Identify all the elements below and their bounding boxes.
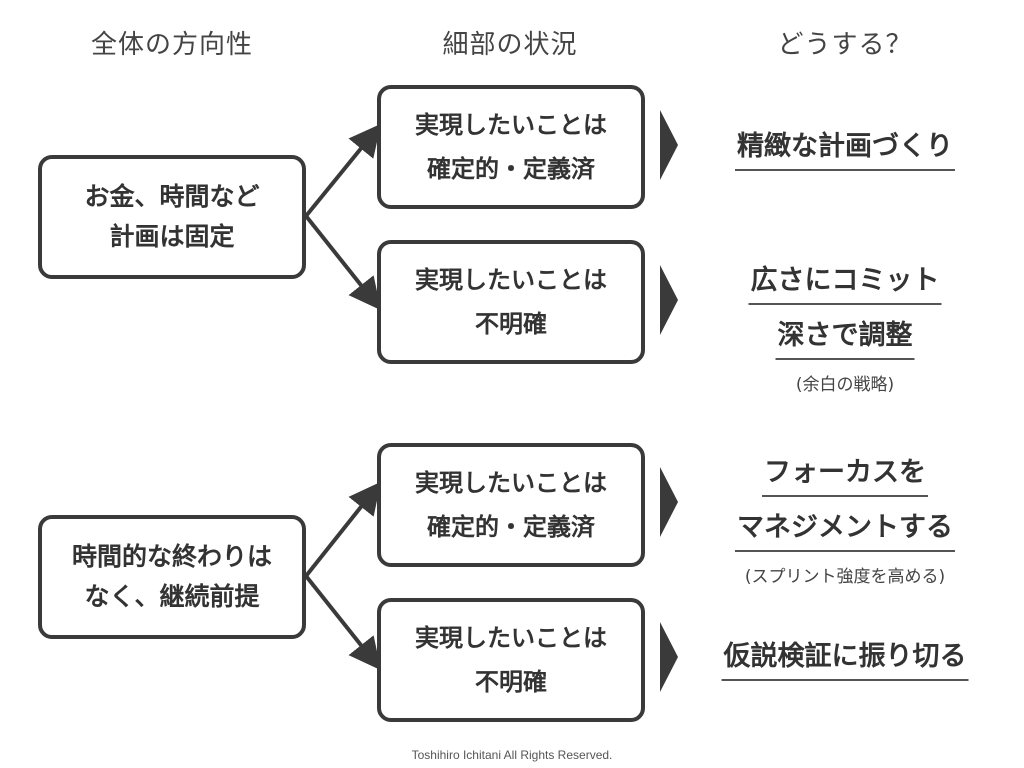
outcome-note: (余白の戦略) — [795, 375, 895, 395]
outcome-line: 仮説検証に振り切る — [721, 634, 969, 681]
situation-line: 確定的・定義済 — [427, 155, 595, 183]
situation-line: 実現したいことは — [415, 266, 607, 294]
outcome-line: フォーカスを — [762, 450, 928, 497]
chevron-right-icon — [660, 622, 678, 692]
situation-line: 実現したいことは — [415, 111, 607, 139]
direction-box-fixed-plan: お金、時間など 計画は固定 — [38, 155, 306, 279]
branch-line-1a — [304, 123, 382, 218]
situation-box-defined: 実現したいことは 確定的・定義済 — [377, 443, 645, 567]
direction-line: なく、継続前提 — [84, 582, 260, 611]
direction-box-continuous: 時間的な終わりは なく、継続前提 — [38, 515, 306, 639]
outcome-focus-management: フォーカスを マネジメントする (スプリント強度を高める) — [735, 450, 955, 587]
chevron-right-icon — [660, 265, 678, 335]
situation-box-defined: 実現したいことは 確定的・定義済 — [377, 85, 645, 209]
branch-line-1b — [304, 214, 381, 311]
branch-line-2a — [304, 481, 381, 578]
outcome-line: 精緻な計画づくり — [735, 124, 955, 171]
header-action: どうする？ — [777, 30, 913, 60]
situation-line: 実現したいことは — [415, 624, 607, 652]
outcome-line: 広さにコミット — [748, 258, 942, 305]
situation-line: 確定的・定義済 — [427, 513, 595, 541]
branch-line-2b — [304, 574, 381, 671]
situation-box-unclear: 実現したいことは 不明確 — [377, 598, 645, 722]
outcome-breadth-commit: 広さにコミット 深さで調整 (余白の戦略) — [748, 258, 942, 395]
direction-line: 時間的な終わりは — [71, 542, 272, 571]
chevron-right-icon — [660, 110, 678, 180]
outcome-line: 深さで調整 — [775, 313, 915, 360]
outcome-precise-planning: 精緻な計画づくり — [735, 124, 955, 179]
direction-line: お金、時間など — [84, 182, 260, 211]
outcome-line: マネジメントする — [735, 505, 955, 552]
header-situation: 細部の状況 — [442, 30, 578, 60]
situation-box-unclear: 実現したいことは 不明確 — [377, 240, 645, 364]
copyright-footer: Toshihiro Ichitani All Rights Reserved. — [411, 748, 613, 762]
chevron-right-icon — [660, 467, 678, 537]
situation-line: 不明確 — [475, 310, 547, 338]
outcome-note: (スプリント強度を高める) — [744, 567, 946, 587]
situation-line: 不明確 — [475, 668, 547, 696]
situation-line: 実現したいことは — [415, 469, 607, 497]
direction-line: 計画は固定 — [109, 222, 235, 251]
header-direction: 全体の方向性 — [90, 30, 253, 60]
outcome-hypothesis-testing: 仮説検証に振り切る — [721, 634, 969, 689]
